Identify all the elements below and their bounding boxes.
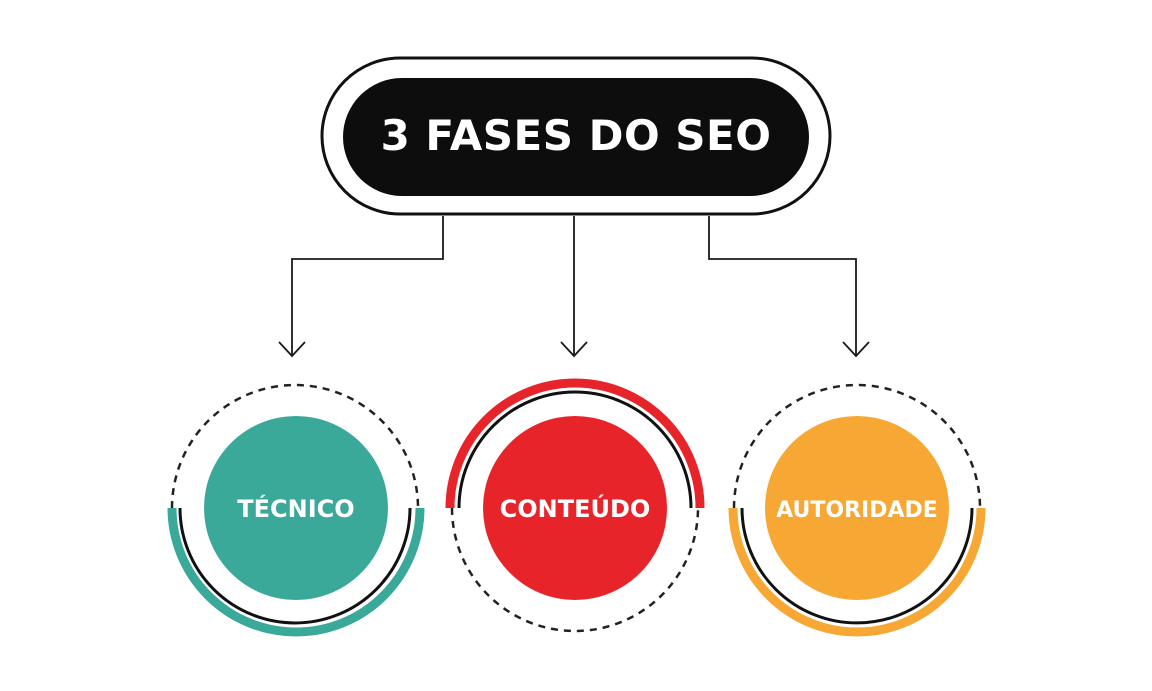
color-arc-bottom <box>728 507 986 637</box>
arrowhead-left <box>278 341 306 358</box>
dashed-ring-bottom <box>450 507 700 633</box>
title-text: 3 FASES DO SEO <box>381 111 772 160</box>
connectors <box>278 216 870 358</box>
dashed-ring-top <box>732 383 982 509</box>
phase-conteudo: CONTEÚDO <box>445 378 705 633</box>
title-node: 3 FASES DO SEO <box>320 56 832 216</box>
phase-circle <box>483 416 667 600</box>
dashed-ring-top <box>170 383 420 509</box>
phase-label: TÉCNICO <box>237 494 354 523</box>
phase-autoridade: AUTORIDADE <box>728 383 986 637</box>
black-arc-top <box>457 390 693 509</box>
phase-circle <box>765 416 949 600</box>
color-arc-bottom <box>167 507 425 637</box>
color-arc-top <box>445 378 705 509</box>
phase-circle <box>204 416 388 600</box>
arrowhead-right <box>842 341 870 358</box>
title-pill <box>343 78 809 196</box>
black-arc-bottom <box>740 507 974 625</box>
phase-tecnico: TÉCNICO <box>167 383 425 637</box>
black-arc-bottom <box>178 507 412 625</box>
arrowhead-center <box>560 341 588 358</box>
connector-right <box>708 216 857 356</box>
phase-label: AUTORIDADE <box>776 498 938 523</box>
connector-left <box>291 216 444 356</box>
phase-label: CONTEÚDO <box>500 493 651 523</box>
